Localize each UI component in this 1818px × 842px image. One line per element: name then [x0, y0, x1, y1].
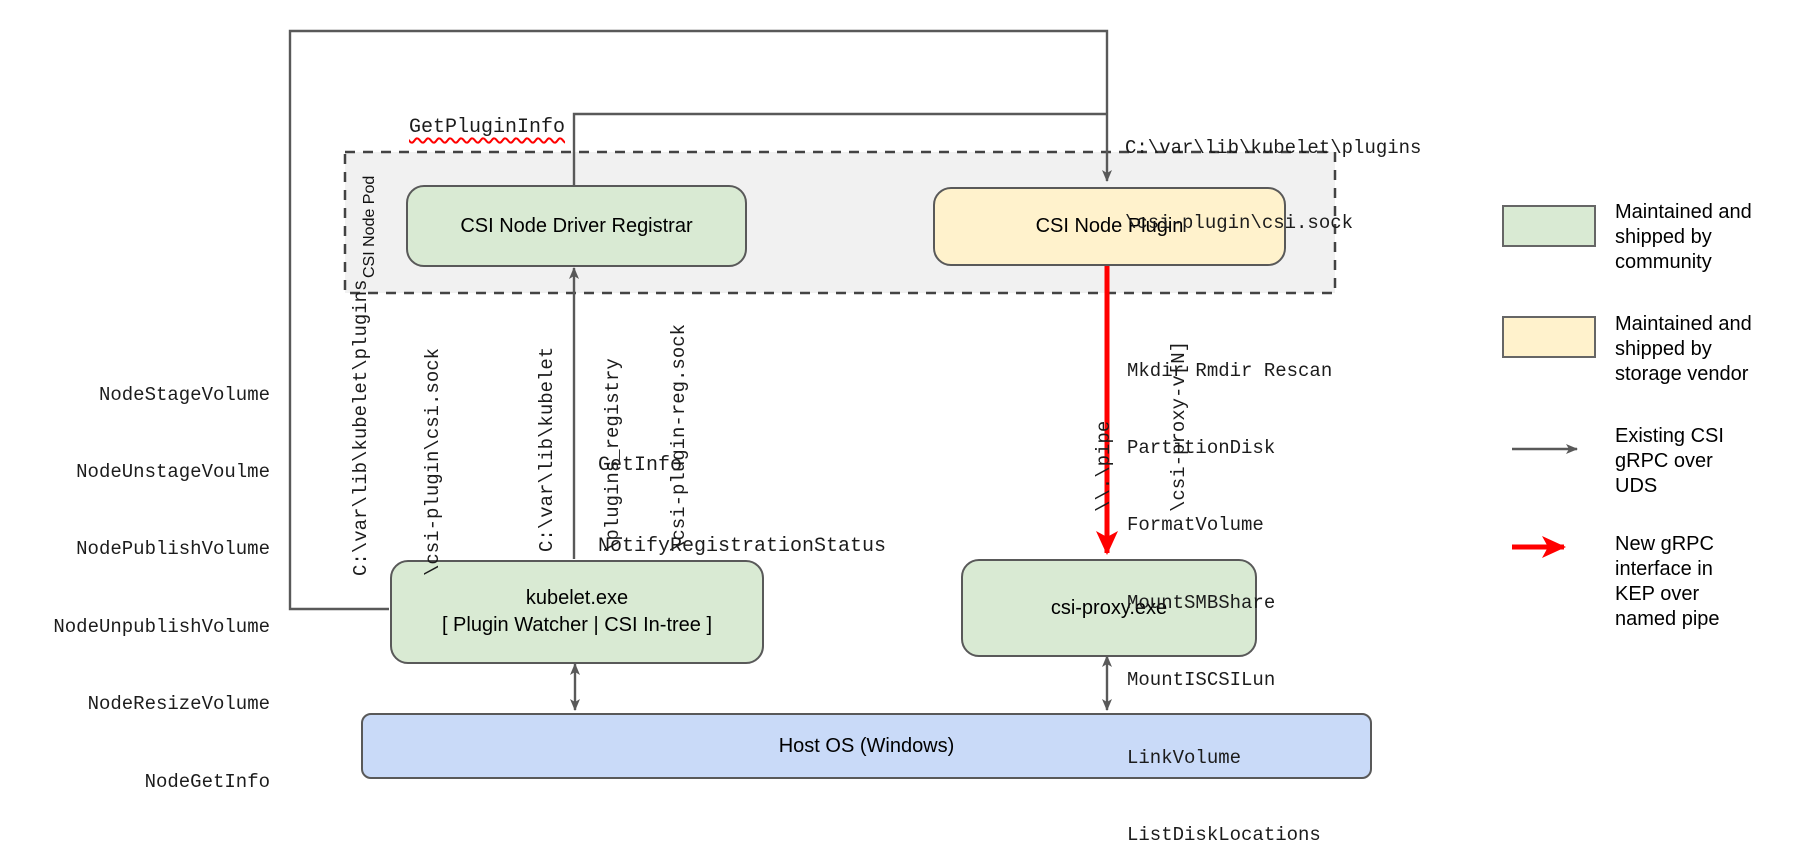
csi-node-plugin-box: CSI Node Plugin	[933, 187, 1286, 266]
registrar-getplugininfo-line	[572, 112, 1107, 185]
pipe-line1: \\.\pipe	[1093, 420, 1115, 512]
legend-line: Maintained and	[1615, 313, 1752, 335]
list-item: MountSMBShare	[1127, 591, 1276, 614]
get-info-label: GetInfo	[598, 454, 683, 477]
legend-uds-text: Existing CSI gRPC over UDS	[1615, 424, 1724, 499]
rotated-path-line1: C:\var\lib\kubelet\plugins	[350, 279, 372, 576]
proxy-api-call-list: Mkdir Rmdir Rescan PartitionDisk FormatV…	[1127, 307, 1332, 842]
rotated-path-line1: C:\var\lib\kubelet	[536, 346, 558, 552]
legend-line: New gRPC	[1615, 533, 1714, 555]
list-item: FormatVolume	[1127, 514, 1264, 537]
host-os-label: Host OS (Windows)	[778, 734, 955, 757]
list-item: ListDiskLocations	[1127, 823, 1321, 842]
legend-community-text: Maintained and shipped by community	[1615, 200, 1752, 275]
legend-line: community	[1615, 251, 1712, 273]
kubelet-label-line1: kubelet.exe	[525, 587, 629, 609]
legend-line: named pipe	[1615, 608, 1720, 630]
notify-registration-status-label: NotifyRegistrationStatus	[598, 535, 887, 558]
kubelet-to-plugin-line	[288, 29, 1112, 611]
list-item: Mkdir Rmdir Rescan	[1127, 359, 1333, 382]
csi-proxy-box: csi-proxy.exe	[961, 559, 1257, 657]
kubelet-csi-sock-rotated-label: C:\var\lib\kubelet\plugins \csi-plugin\c…	[301, 280, 493, 576]
csi-sock-path-label: C:\var\lib\kubelet\plugins \csi-plugin\c…	[1125, 86, 1421, 286]
registrar-label: CSI Node Driver Registrar	[460, 214, 693, 237]
legend-line: UDS	[1615, 475, 1658, 497]
rotated-path-line2: \csi-plugin\csi.sock	[422, 347, 444, 576]
list-item: NodeResizeVolume	[87, 693, 270, 716]
list-item: PartitionDisk	[1127, 436, 1276, 459]
legend-line: Existing CSI	[1615, 425, 1724, 447]
list-item: NodeUnstageVoulme	[76, 460, 270, 483]
list-item: NodeUnpublishVolume	[53, 615, 270, 638]
csi-sock-path-line1: C:\var\lib\kubelet\plugins	[1125, 137, 1422, 159]
list-item: LinkVolume	[1127, 746, 1242, 769]
legend-line: KEP over	[1615, 583, 1700, 605]
csi-node-driver-registrar-box: CSI Node Driver Registrar	[406, 185, 747, 267]
legend-vendor-text: Maintained and shipped by storage vendor	[1615, 312, 1752, 387]
kubelet-label-line2: [ Plugin Watcher | CSI In-tree ]	[441, 614, 713, 636]
legend-line: interface in	[1615, 558, 1713, 580]
legend-vendor-swatch	[1502, 316, 1596, 358]
list-item: MountISCSILun	[1127, 669, 1276, 692]
legend-line: gRPC over	[1615, 450, 1713, 472]
legend-line: shipped by	[1615, 226, 1712, 248]
list-item: NodePublishVolume	[76, 538, 270, 561]
legend-line: Maintained and	[1615, 201, 1752, 223]
csi-node-pod-label: CSI Node Pod	[361, 175, 378, 278]
legend-community-swatch	[1502, 205, 1596, 247]
csi-sock-path-line2: \csi-plugin\csi.sock	[1125, 212, 1354, 234]
legend-line: shipped by	[1615, 338, 1712, 360]
host-os-box: Host OS (Windows)	[361, 713, 1372, 779]
registration-calls-label: GetInfo NotifyRegistrationStatus	[598, 398, 886, 614]
csi-proxy-label: csi-proxy.exe	[1050, 596, 1168, 619]
node-api-call-list: NodeStageVolume NodeUnstageVoulme NodePu…	[0, 331, 270, 842]
legend-line: storage vendor	[1615, 363, 1749, 385]
get-plugin-info-label: GetPluginInfo	[409, 116, 566, 139]
list-item: NodeStageVolume	[98, 383, 270, 406]
list-item: NodeGetInfo	[144, 770, 270, 793]
plugin-label: CSI Node Plugin	[1035, 215, 1184, 237]
legend-kep-text: New gRPC interface in KEP over named pip…	[1615, 532, 1720, 632]
